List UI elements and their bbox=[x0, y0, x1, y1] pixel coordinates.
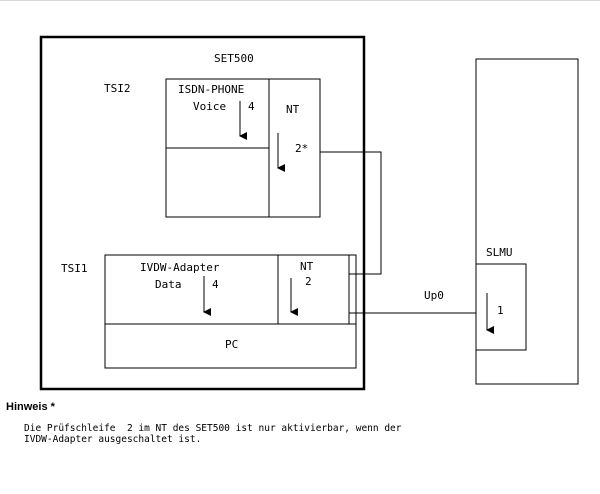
note-text-line-1: Die Prüfschleife 2 im NT des SET500 ist … bbox=[24, 423, 402, 434]
data-label: Data bbox=[155, 278, 182, 291]
ivdw-adapter-box bbox=[104, 254, 357, 369]
pc-label: PC bbox=[225, 338, 238, 351]
nt-bottom-box bbox=[277, 254, 350, 325]
slmu-number: 1 bbox=[497, 304, 504, 317]
set500-box bbox=[39, 35, 366, 391]
isdn-phone-label: ISDN-PHONE bbox=[178, 83, 244, 96]
note-text-line-2: IVDW-Adapter ausgeschaltet ist. bbox=[24, 434, 202, 445]
voice-label: Voice bbox=[193, 100, 226, 113]
up0-label: Up0 bbox=[424, 289, 444, 302]
nt-bottom-label: NT bbox=[300, 260, 314, 273]
nt-bottom-number: 2 bbox=[305, 275, 312, 288]
ivdw-adapter-label: IVDW-Adapter bbox=[140, 261, 220, 274]
note-title: Hinweis * bbox=[6, 401, 55, 413]
system-diagram: SET500 TSI2 ISDN-PHONE Voice 4 NT 2* TSI… bbox=[39, 35, 579, 391]
tsi2-label: TSI2 bbox=[104, 82, 131, 95]
voice-number: 4 bbox=[248, 100, 255, 113]
tsi1-label: TSI1 bbox=[61, 262, 88, 275]
slmu-label: SLMU bbox=[486, 246, 513, 259]
top-divider bbox=[0, 0, 600, 1]
nt-top-to-nt-bottom-wire bbox=[320, 151, 382, 275]
slmu-outer-box bbox=[475, 58, 579, 385]
nt-top-number: 2* bbox=[295, 142, 308, 155]
note-section: Hinweis * Die Prüfschleife 2 im NT des S… bbox=[6, 401, 594, 445]
data-number: 4 bbox=[212, 278, 219, 291]
nt-top-label: NT bbox=[286, 103, 300, 116]
slmu-inner-box bbox=[475, 263, 527, 351]
set500-label: SET500 bbox=[214, 52, 254, 65]
